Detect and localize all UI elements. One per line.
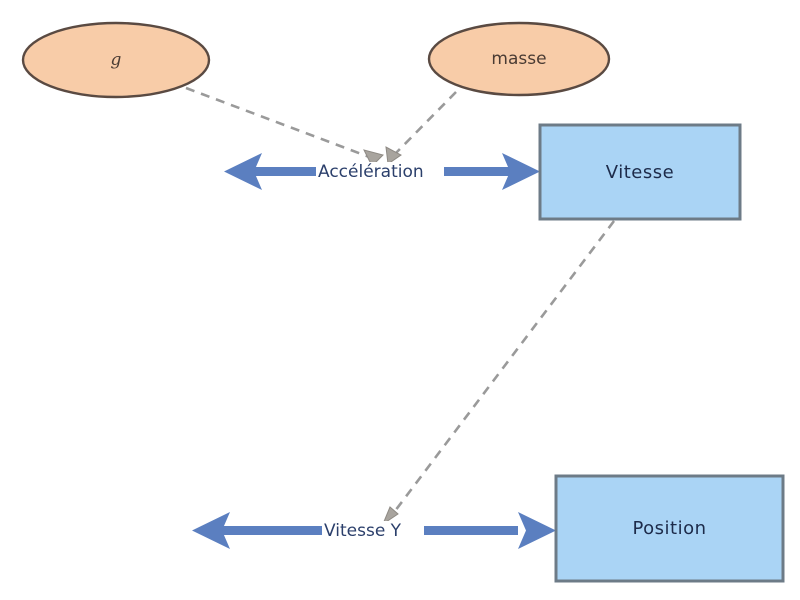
edge-label-vitesse-y: Vitesse Y [322, 521, 404, 541]
dependency-g-to-acceleration[interactable] [185, 86, 384, 167]
dashed-line [393, 91, 457, 156]
arrow-head-right-icon [518, 512, 556, 549]
arrow-head-left-icon [224, 153, 262, 190]
acceleration-arrow[interactable] [224, 153, 540, 190]
arrow-shaft-right [424, 526, 518, 535]
arrow-head-right-icon [502, 153, 540, 190]
dashed-arrowhead-icon [381, 506, 399, 526]
dashed-arrowhead-icon [363, 149, 384, 167]
node-masse[interactable] [427, 21, 611, 97]
arrow-shaft-left [220, 526, 325, 535]
arrow-shaft-left [252, 167, 327, 176]
edge-label-acceleration: Accélération [316, 162, 426, 182]
node-vitesse[interactable] [538, 123, 742, 221]
vitesse-y-arrow[interactable] [192, 512, 556, 549]
arrow-head-left-icon [192, 512, 230, 549]
dashed-arrowhead-icon [385, 146, 402, 165]
dependency-vitesse-to-vitesse-y[interactable] [381, 220, 616, 526]
dashed-line [390, 220, 616, 516]
node-g[interactable] [21, 21, 211, 99]
dashed-line [185, 86, 373, 160]
node-position[interactable] [554, 474, 785, 583]
arrow-shaft-right [444, 167, 522, 176]
dependency-masse-to-acceleration[interactable] [385, 91, 457, 165]
